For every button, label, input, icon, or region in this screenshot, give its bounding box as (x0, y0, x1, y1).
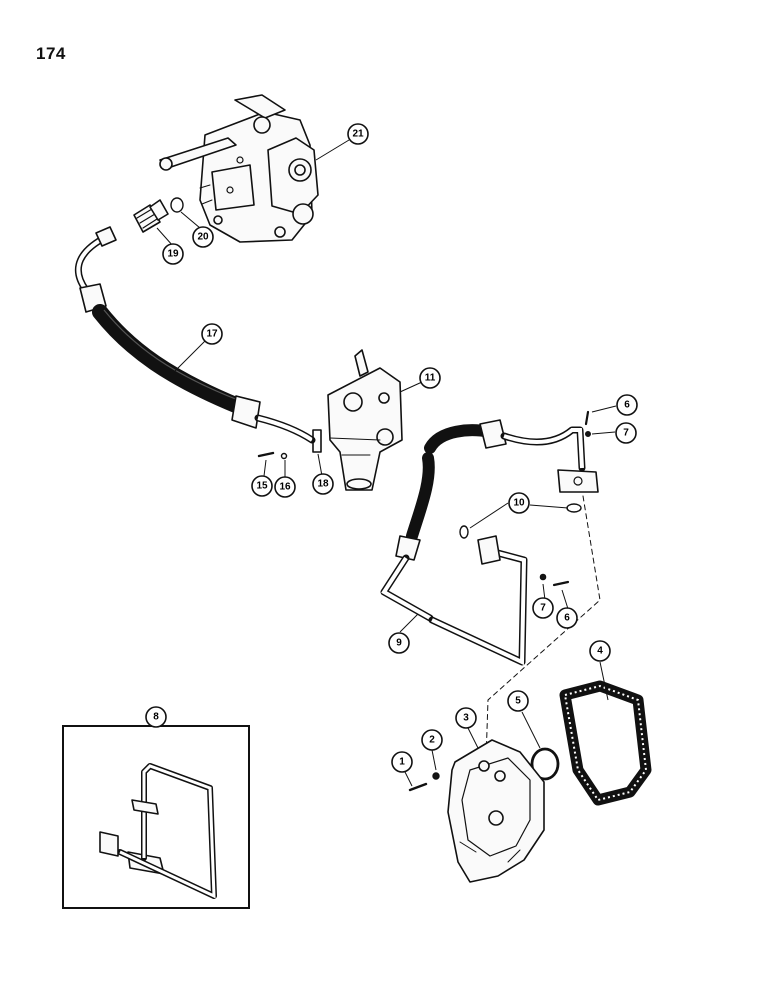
alignment-line (485, 495, 601, 761)
svg-text:21: 21 (352, 129, 364, 140)
pump-housing (447, 739, 545, 883)
o-ring-10b (459, 525, 469, 539)
callout-21: 21 (347, 123, 369, 145)
svg-text:16: 16 (279, 482, 291, 493)
svg-text:5: 5 (515, 696, 521, 707)
callout-8: 8 (145, 706, 167, 728)
o-ring-10 (566, 503, 582, 513)
svg-text:18: 18 (317, 479, 329, 490)
svg-text:11: 11 (425, 373, 436, 384)
svg-text:3: 3 (463, 713, 469, 724)
callout-7: 7 (615, 422, 637, 444)
o-ring (170, 197, 184, 213)
callout-6b: 6 (556, 607, 578, 629)
bolt-1 (408, 782, 428, 792)
callout-2: 2 (421, 729, 443, 751)
svg-text:20: 20 (197, 232, 209, 243)
svg-text:8: 8 (153, 712, 159, 723)
callout-17: 17 (201, 323, 223, 345)
bolt-6 (584, 410, 590, 426)
cover-gasket (559, 680, 652, 806)
callout-16: 16 (274, 476, 296, 498)
svg-text:9: 9 (396, 638, 402, 649)
callout-7b: 7 (532, 597, 554, 619)
inset-view (62, 725, 250, 909)
callout-6: 6 (616, 394, 638, 416)
callout-15: 15 (251, 475, 273, 497)
svg-text:6: 6 (624, 400, 630, 411)
page-number: 174 (36, 44, 66, 63)
washer-7 (585, 431, 591, 437)
callout-4: 4 (589, 640, 611, 662)
svg-text:7: 7 (623, 428, 629, 439)
elbow-fitting (133, 199, 169, 233)
callout-19: 19 (162, 243, 184, 265)
callout-18: 18 (312, 473, 334, 495)
svg-text:19: 19 (167, 249, 179, 260)
suction-tube (380, 452, 528, 666)
washer-16 (280, 452, 288, 460)
leader-lines (155, 139, 617, 787)
control-valve (327, 349, 403, 491)
return-tube (424, 419, 599, 493)
callout-10: 10 (508, 492, 530, 514)
svg-text:7: 7 (540, 603, 546, 614)
callout-5: 5 (507, 690, 529, 712)
svg-text:17: 17 (206, 329, 218, 340)
bolt-15 (257, 451, 275, 458)
svg-text:1: 1 (399, 757, 405, 768)
svg-text:4: 4 (597, 646, 603, 657)
washer-2 (432, 772, 440, 780)
callout-1: 1 (391, 751, 413, 773)
svg-text:15: 15 (256, 481, 268, 492)
callout-3: 3 (455, 707, 477, 729)
pressure-hose (74, 226, 316, 444)
callout-11: 11 (419, 367, 441, 389)
callout-20: 20 (192, 226, 214, 248)
gasket-18 (312, 429, 322, 453)
washer-7b (539, 573, 547, 581)
o-ring-5 (530, 747, 560, 781)
hydraulic-pump (159, 94, 319, 243)
callout-9: 9 (388, 632, 410, 654)
svg-text:6: 6 (564, 613, 570, 624)
svg-text:10: 10 (513, 498, 525, 509)
bolt-6b (552, 580, 570, 587)
svg-text:2: 2 (429, 735, 435, 746)
